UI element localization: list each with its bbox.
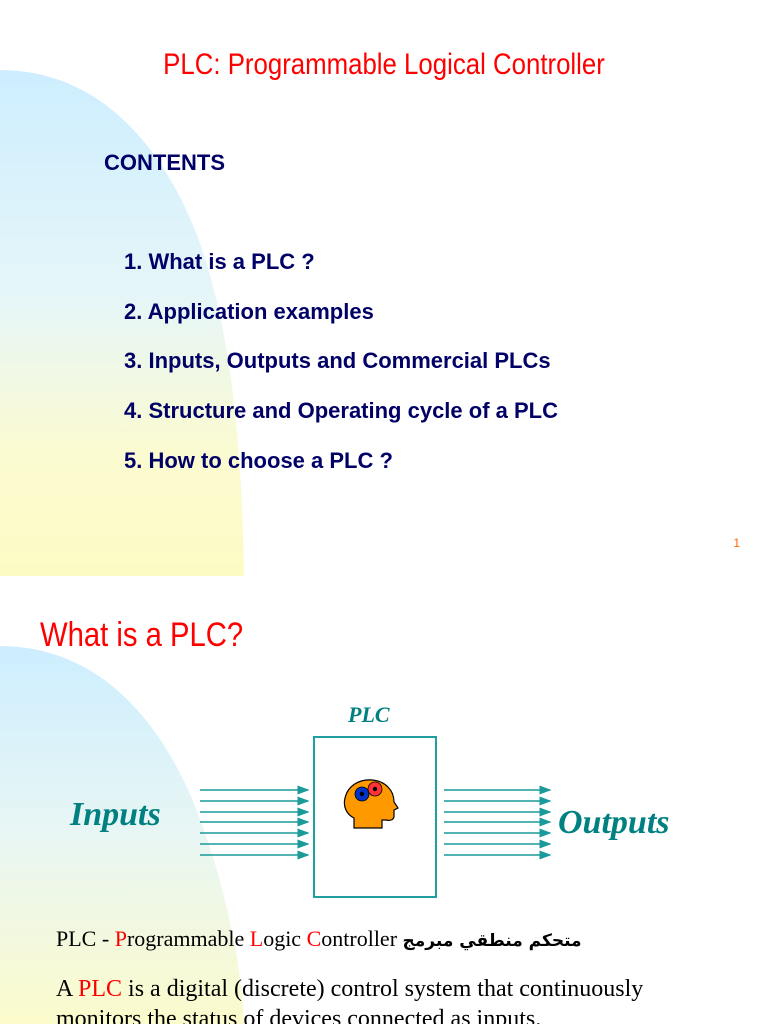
toc-item: 4. Structure and Operating cycle of a PL… bbox=[124, 398, 558, 424]
toc-item: 2. Application examples bbox=[124, 298, 374, 324]
input-arrows bbox=[200, 785, 310, 860]
para-plc: PLC bbox=[78, 976, 123, 1002]
slide-1: PLC: Programmable Logical Controller CON… bbox=[0, 48, 740, 576]
toc-item: 3. Inputs, Outputs and Commercial PLCs bbox=[124, 348, 551, 374]
definition-letter-c: C bbox=[306, 926, 322, 951]
toc-item: 5. How to choose a PLC ? bbox=[124, 447, 393, 473]
slide-title: PLC: Programmable Logical Controller bbox=[163, 48, 605, 81]
plc-definition: PLC - Programmable Logic Controller متحك… bbox=[56, 926, 582, 952]
slide-title: What is a PLC? bbox=[40, 616, 244, 654]
io-arrows bbox=[200, 785, 552, 860]
outputs-label: Outputs bbox=[558, 804, 670, 841]
toc-item: 1. What is a PLC ? bbox=[124, 249, 315, 274]
plc-description: A PLC is a digital (discrete) control sy… bbox=[56, 974, 716, 1024]
definition-word: ogic bbox=[263, 926, 307, 951]
background-gradient-shape bbox=[0, 646, 244, 1024]
slide-2: What is a PLC? PLC Inputs Outputs PLC - … bbox=[0, 576, 768, 1024]
output-arrows bbox=[444, 785, 552, 860]
brain-gears-icon bbox=[343, 779, 399, 829]
contents-heading: CONTENTS bbox=[104, 150, 225, 175]
para-text: is a digital (discrete) control system t… bbox=[56, 976, 644, 1024]
background-gradient-shape bbox=[0, 70, 244, 576]
para-article: A bbox=[56, 976, 79, 1002]
definition-word: rogrammable bbox=[126, 926, 250, 951]
plc-box-label: PLC bbox=[348, 702, 390, 727]
definition-arabic: متحكم منطقي مبرمج bbox=[402, 931, 582, 951]
definition-letter-l: L bbox=[249, 926, 264, 951]
table-of-contents: 1. What is a PLC ? 2. Application exampl… bbox=[124, 246, 558, 494]
inputs-label: Inputs bbox=[70, 796, 161, 833]
definition-word: ontroller bbox=[321, 926, 403, 951]
definition-letter-p: P bbox=[114, 926, 127, 951]
page-number: 1 bbox=[733, 536, 740, 550]
definition-prefix: PLC - bbox=[56, 926, 115, 951]
